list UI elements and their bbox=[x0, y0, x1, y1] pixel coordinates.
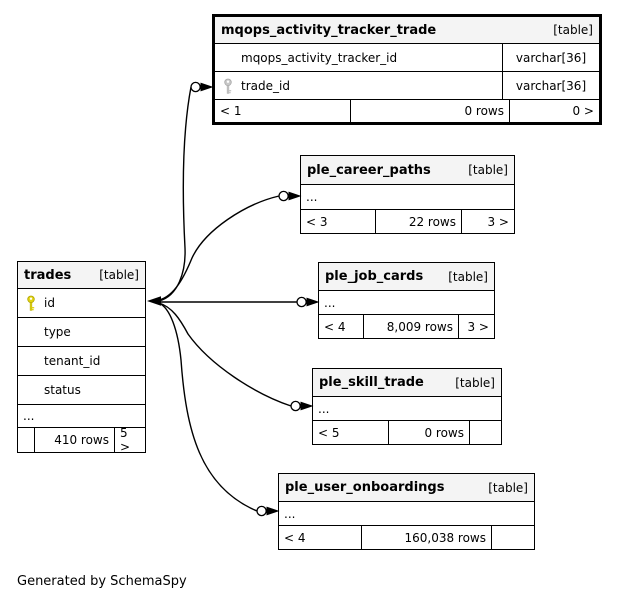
ellipsis: ... bbox=[324, 295, 336, 310]
table-tag: [table] bbox=[99, 268, 139, 282]
child-count bbox=[469, 421, 501, 444]
table-node-ple-career-paths[interactable]: ple_career_paths [table] ... < 3 22 rows… bbox=[300, 155, 515, 234]
table-header: ple_user_onboardings [table] bbox=[279, 474, 534, 501]
ellipsis: ... bbox=[284, 506, 296, 521]
foreign-key-icon bbox=[223, 78, 241, 94]
odot-user-onboardings bbox=[256, 505, 267, 517]
table-node-ple-job-cards[interactable]: ple_job_cards [table] ... < 4 8,009 rows… bbox=[318, 262, 495, 339]
row-count: 8,009 rows bbox=[363, 315, 458, 338]
table-footer: < 1 0 rows 0 > bbox=[215, 99, 599, 122]
table-tag: [table] bbox=[455, 375, 495, 390]
table-tag: [table] bbox=[488, 480, 528, 495]
table-footer: < 4 160,038 rows bbox=[279, 525, 534, 549]
child-count: 5 > bbox=[114, 426, 145, 454]
table-node-trades[interactable]: trades [table] id type bbox=[17, 261, 146, 454]
column-type: varchar[36] bbox=[502, 72, 599, 99]
table-tag: [table] bbox=[468, 163, 508, 177]
child-count: 0 > bbox=[509, 100, 599, 122]
odot-skill-trade bbox=[290, 400, 301, 412]
table-tag: [table] bbox=[448, 269, 488, 284]
table-name: trades bbox=[24, 267, 72, 283]
edge-trades-to-career-paths bbox=[158, 195, 280, 301]
table-tag: [table] bbox=[553, 23, 593, 37]
more-columns-row: ... bbox=[313, 396, 501, 420]
parent-count: < 1 bbox=[220, 104, 242, 118]
generator-note: Generated by SchemaSpy bbox=[17, 574, 187, 589]
table-header: mqops_activity_tracker_trade [table] bbox=[215, 17, 599, 43]
table-header: ple_skill_trade [table] bbox=[313, 369, 501, 396]
ellipsis: ... bbox=[23, 409, 35, 423]
row-count: 0 rows bbox=[388, 421, 469, 444]
more-columns-row: ... bbox=[301, 184, 514, 209]
table-footer: < 4 8,009 rows 3 > bbox=[319, 314, 494, 338]
column-name: type bbox=[44, 325, 71, 339]
column-name: mqops_activity_tracker_id bbox=[241, 50, 398, 65]
table-name: mqops_activity_tracker_trade bbox=[221, 22, 437, 38]
child-count: 3 > bbox=[458, 315, 494, 338]
table-name: ple_job_cards bbox=[325, 269, 424, 284]
parent-count: < 3 bbox=[306, 214, 328, 229]
table-node-ple-user-onboardings[interactable]: ple_user_onboardings [table] ... < 4 160… bbox=[278, 473, 535, 550]
odot-job-cards bbox=[296, 296, 307, 308]
column-row-mqops-activity-tracker-id: mqops_activity_tracker_id varchar[36] bbox=[215, 43, 599, 71]
column-row-trade-id: trade_id varchar[36] bbox=[215, 71, 599, 99]
parent-count: < 4 bbox=[324, 319, 346, 334]
parent-count: < 5 bbox=[318, 425, 340, 440]
column-name: tenant_id bbox=[44, 354, 101, 368]
table-name: ple_skill_trade bbox=[319, 375, 424, 390]
column-name: trade_id bbox=[241, 78, 290, 93]
edge-trades-to-user-onboardings bbox=[158, 302, 258, 512]
column-name: status bbox=[44, 383, 81, 397]
parent-count: < 4 bbox=[284, 530, 306, 545]
table-header: ple_career_paths [table] bbox=[301, 156, 514, 184]
table-node-ple-skill-trade[interactable]: ple_skill_trade [table] ... < 5 0 rows bbox=[312, 368, 502, 445]
column-type: varchar[36] bbox=[502, 44, 599, 71]
odot-mqops bbox=[190, 81, 201, 93]
more-columns-row: ... bbox=[279, 501, 534, 525]
row-count: 410 rows bbox=[34, 428, 114, 452]
edge-trades-to-mqops bbox=[158, 86, 192, 302]
child-count: 3 > bbox=[461, 210, 514, 233]
ellipsis: ... bbox=[306, 190, 318, 204]
table-footer: < 5 0 rows bbox=[313, 420, 501, 444]
primary-key-icon bbox=[26, 295, 44, 311]
column-row-status: status bbox=[18, 375, 145, 404]
row-count: 0 rows bbox=[350, 100, 509, 122]
edge-trades-to-skill-trade bbox=[158, 302, 292, 407]
odot-career-paths bbox=[278, 190, 289, 202]
table-name: ple_user_onboardings bbox=[285, 480, 445, 495]
table-header: ple_job_cards [table] bbox=[319, 263, 494, 290]
table-node-mqops-activity-tracker-trade[interactable]: mqops_activity_tracker_trade [table] mqo… bbox=[212, 14, 602, 125]
more-columns-row: ... bbox=[18, 404, 145, 427]
parent-count bbox=[18, 428, 34, 452]
more-columns-row: ... bbox=[319, 290, 494, 314]
table-footer: < 3 22 rows 3 > bbox=[301, 209, 514, 233]
child-count bbox=[491, 526, 534, 549]
arrowhead-trades-id bbox=[147, 296, 161, 306]
row-count: 160,038 rows bbox=[361, 526, 491, 549]
table-footer: 410 rows 5 > bbox=[18, 426, 145, 454]
table-name: ple_career_paths bbox=[307, 162, 431, 178]
table-header: trades [table] bbox=[18, 262, 145, 288]
column-row-type: type bbox=[18, 317, 145, 346]
ellipsis: ... bbox=[318, 401, 330, 416]
column-name: id bbox=[44, 296, 55, 310]
column-row-id: id bbox=[18, 288, 145, 317]
row-count: 22 rows bbox=[375, 210, 461, 233]
column-row-tenant-id: tenant_id bbox=[18, 346, 145, 375]
